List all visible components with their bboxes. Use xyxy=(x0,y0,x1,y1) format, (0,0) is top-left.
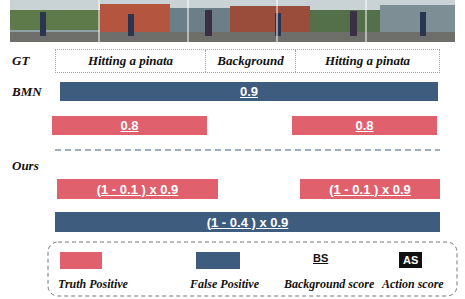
false-positive-bar: 0.9 xyxy=(60,82,438,101)
segment-text: Background xyxy=(217,53,283,69)
score-text: (1 - 0.1 ) x 0.9 xyxy=(329,182,411,197)
legend-text: False Positive xyxy=(190,277,259,292)
score-text: 0.9 xyxy=(240,84,258,99)
legend-swatch xyxy=(196,252,240,269)
legend-text: Background score xyxy=(284,277,374,292)
true-positive-bar: (1 - 0.1 ) x 0.9 xyxy=(57,179,218,199)
true-positive-bar: 0.8 xyxy=(292,116,437,135)
video-frames xyxy=(10,0,455,42)
true-positive-bar: 0.8 xyxy=(52,116,207,135)
legend-swatch xyxy=(60,252,102,269)
legend-text: Truth Positive xyxy=(58,277,128,292)
legend-frame xyxy=(48,242,457,296)
method-label: BMN xyxy=(12,84,42,100)
score-text: (1 - 0.1 ) x 0.9 xyxy=(97,182,179,197)
segment-label: Background xyxy=(206,50,296,72)
action-score-sample: AS xyxy=(399,252,422,268)
segment-text: Hitting a pinata xyxy=(325,53,410,69)
false-positive-bar: (1 - 0.4 ) x 0.9 xyxy=(55,212,440,232)
segment-text: Hitting a pinata xyxy=(88,53,173,69)
method-label: Ours xyxy=(12,158,39,174)
row-heading: GT xyxy=(12,53,29,69)
true-positive-bar: (1 - 0.1 ) x 0.9 xyxy=(300,179,440,199)
legend-text: Action score xyxy=(382,277,444,292)
score-text: 0.8 xyxy=(120,118,138,133)
segment-label: Hitting a pinata xyxy=(296,50,439,72)
background-score-sample: BS xyxy=(313,252,328,264)
score-text: 0.8 xyxy=(355,118,373,133)
segment-label: Hitting a pinata xyxy=(56,50,206,72)
score-text: (1 - 0.4 ) x 0.9 xyxy=(207,215,289,230)
ground-truth-row: GTHitting a pinataBackgroundHitting a pi… xyxy=(55,49,440,73)
separator-line xyxy=(55,149,440,150)
